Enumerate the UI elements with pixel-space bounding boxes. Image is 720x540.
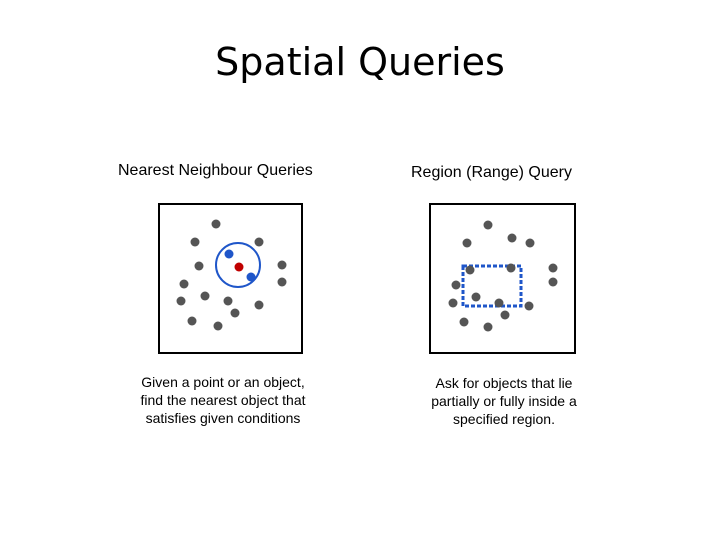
data-point	[211, 219, 221, 229]
data-point	[213, 321, 223, 331]
data-point	[506, 263, 516, 273]
data-point	[190, 237, 200, 247]
data-point	[500, 310, 510, 320]
region-query-diagram	[429, 203, 576, 354]
data-point	[462, 238, 472, 248]
nearest-neighbour-caption: Given a point or an object, find the nea…	[140, 374, 306, 426]
search-radius-circle	[215, 242, 261, 288]
data-point	[187, 316, 197, 326]
data-point	[548, 263, 558, 273]
nearest-neighbour-point	[224, 249, 234, 259]
data-point	[507, 233, 517, 243]
region-query-caption: Ask for objects that lie partially or fu…	[431, 375, 577, 427]
nearest-data-points	[176, 219, 287, 331]
slide-title: Spatial Queries	[215, 40, 505, 84]
data-point	[465, 265, 475, 275]
data-point	[525, 238, 535, 248]
data-point	[524, 301, 534, 311]
region-data-points	[448, 220, 558, 332]
data-point	[254, 237, 264, 247]
data-point	[548, 277, 558, 287]
data-point	[254, 300, 264, 310]
data-point	[448, 298, 458, 308]
data-point	[277, 260, 287, 270]
data-point	[459, 317, 469, 327]
data-point	[451, 280, 461, 290]
data-point	[494, 298, 504, 308]
data-point	[223, 296, 233, 306]
region-query-heading: Region (Range) Query	[411, 164, 572, 181]
data-point	[277, 277, 287, 287]
nearest-panel-frame	[158, 203, 303, 354]
nearest-neighbour-diagram	[158, 203, 303, 354]
data-point	[483, 220, 493, 230]
data-point	[230, 308, 240, 318]
data-point	[483, 322, 493, 332]
data-point	[194, 261, 204, 271]
data-point	[179, 279, 189, 289]
data-point	[176, 296, 186, 306]
query-region-rectangle	[461, 264, 523, 308]
nearest-neighbour-point	[246, 272, 256, 282]
data-point	[471, 292, 481, 302]
query-point	[234, 262, 244, 272]
data-point	[200, 291, 210, 301]
nearest-neighbour-heading: Nearest Neighbour Queries	[118, 162, 313, 179]
